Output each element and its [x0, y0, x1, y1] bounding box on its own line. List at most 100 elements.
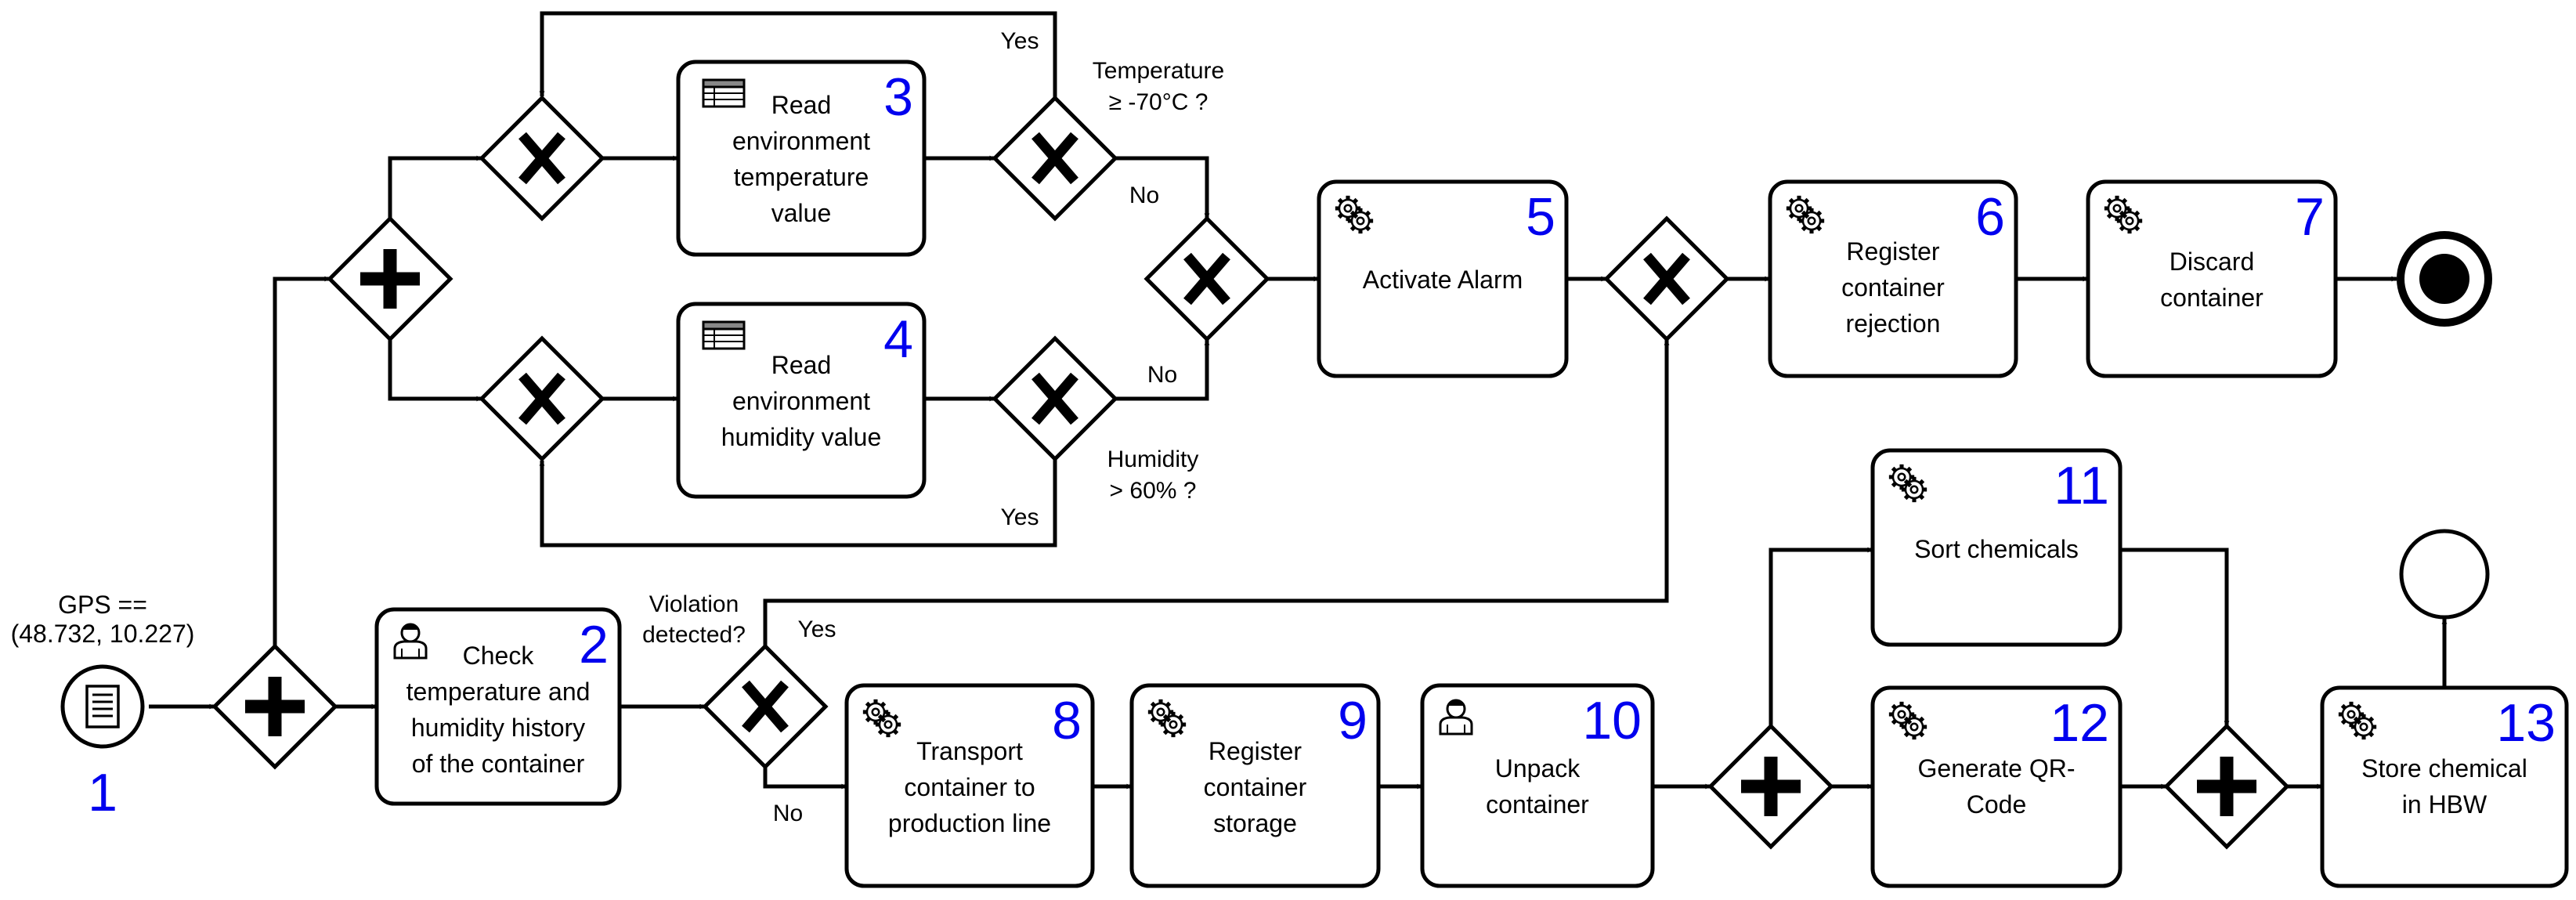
- hum-yes-label: Yes: [1001, 504, 1039, 530]
- task-label: container: [1204, 773, 1307, 801]
- temp-condition-line1: Temperature: [1093, 58, 1224, 84]
- none-end-event[interactable]: [2399, 529, 2490, 620]
- task-label: Check: [463, 642, 535, 670]
- hum-condition-line2: > 60% ?: [1110, 478, 1197, 504]
- task-label: environment: [732, 127, 870, 155]
- task-label: Code: [1967, 790, 2027, 819]
- flow-temp-yes-loop: [539, 11, 1057, 98]
- task-3[interactable]: 3 Read environment temperature value: [676, 60, 927, 257]
- task-label: Register: [1209, 737, 1302, 765]
- plus-icon: [360, 249, 420, 309]
- task-number: 7: [2295, 187, 2325, 247]
- task-label: environment: [732, 387, 870, 415]
- x-icon: [742, 680, 789, 733]
- task-label: Unpack: [1495, 754, 1581, 783]
- exclusive-gateway[interactable]: [479, 95, 605, 222]
- exclusive-gateway[interactable]: [992, 335, 1118, 462]
- task-label: storage: [1213, 809, 1297, 837]
- task-label: rejection: [1846, 309, 1941, 338]
- task-label: value: [771, 199, 832, 227]
- temp-yes-label: Yes: [1001, 28, 1039, 54]
- plus-icon: [1741, 757, 1801, 816]
- exclusive-gateway[interactable]: [992, 95, 1118, 222]
- violation-no-label: No: [773, 801, 803, 826]
- gateways: [211, 95, 2290, 850]
- message-icon: [85, 685, 120, 728]
- task-label: Generate QR-: [1918, 754, 2076, 783]
- plus-icon: [2197, 757, 2256, 816]
- violation-yes-label: Yes: [798, 616, 836, 642]
- hum-no-label: No: [1147, 362, 1177, 388]
- parallel-gateway[interactable]: [2163, 723, 2290, 850]
- task-label: Transport: [916, 737, 1023, 765]
- terminate-end-event[interactable]: [2397, 231, 2492, 327]
- task-label: container: [2160, 284, 2263, 312]
- x-icon: [1031, 372, 1078, 425]
- task-label: Read: [771, 91, 832, 119]
- x-icon: [1183, 252, 1230, 305]
- parallel-gateway[interactable]: [327, 215, 453, 342]
- task-number: 2: [579, 615, 609, 674]
- violation-question-line2: detected?: [642, 622, 746, 648]
- flow-split-to-temp-merge: [388, 155, 482, 219]
- task-label: container: [1486, 790, 1589, 819]
- task-number: 12: [2050, 693, 2109, 753]
- start-event-label-2: (48.732, 10.227): [11, 620, 195, 648]
- x-icon: [1031, 132, 1078, 185]
- exclusive-gateway[interactable]: [1603, 215, 1730, 342]
- parallel-gateway[interactable]: [211, 643, 338, 770]
- exclusive-gateway[interactable]: [479, 335, 605, 462]
- flow-violation-no: [763, 767, 847, 790]
- x-icon: [518, 132, 565, 185]
- start-event-number: 1: [88, 763, 117, 822]
- flow-hum-yes-loop: [539, 459, 1057, 548]
- plus-icon: [245, 677, 305, 736]
- start-event[interactable]: [60, 664, 145, 749]
- task-number: 10: [1582, 691, 1642, 750]
- task-label: Store chemical: [2361, 754, 2527, 783]
- task-label: temperature: [734, 163, 869, 191]
- sequence-flows: [149, 11, 2448, 790]
- task-label: Activate Alarm: [1363, 266, 1523, 294]
- start-event-label-1: GPS ==: [58, 591, 147, 619]
- task-label: Sort chemicals: [1914, 535, 2079, 563]
- task-label: Discard: [2170, 248, 2254, 276]
- task-number: 11: [2054, 456, 2109, 515]
- exclusive-gateway[interactable]: [1143, 215, 1270, 342]
- exclusive-gateway[interactable]: [702, 643, 829, 770]
- flow-parallel-to-split: [273, 276, 331, 646]
- task-label: humidity history: [411, 714, 585, 742]
- temp-no-label: No: [1129, 183, 1159, 208]
- task-label: humidity value: [721, 423, 882, 451]
- task-number: 9: [1338, 691, 1367, 750]
- task-label: container to: [904, 773, 1035, 801]
- task-label: container: [1841, 273, 1945, 302]
- flow-hum-no-to-alarm: [1115, 339, 1210, 401]
- parallel-gateway[interactable]: [1707, 723, 1834, 850]
- task-number: 6: [1975, 187, 2005, 247]
- task-number: 4: [883, 309, 913, 369]
- violation-question-line1: Violation: [649, 591, 739, 617]
- task-number: 3: [883, 67, 913, 127]
- task-number: 8: [1052, 691, 1082, 750]
- x-icon: [518, 372, 565, 425]
- flow-task11-to-join: [2120, 548, 2230, 727]
- flow-violation-yes: [763, 339, 1670, 646]
- flow-fork-to-task11: [1769, 547, 1873, 726]
- flow-temp-no-to-alarm: [1115, 156, 1210, 219]
- hum-condition-line1: Humidity: [1107, 446, 1199, 472]
- business-rule-icon: [702, 78, 746, 108]
- flow-split-to-hum-merge: [388, 339, 482, 402]
